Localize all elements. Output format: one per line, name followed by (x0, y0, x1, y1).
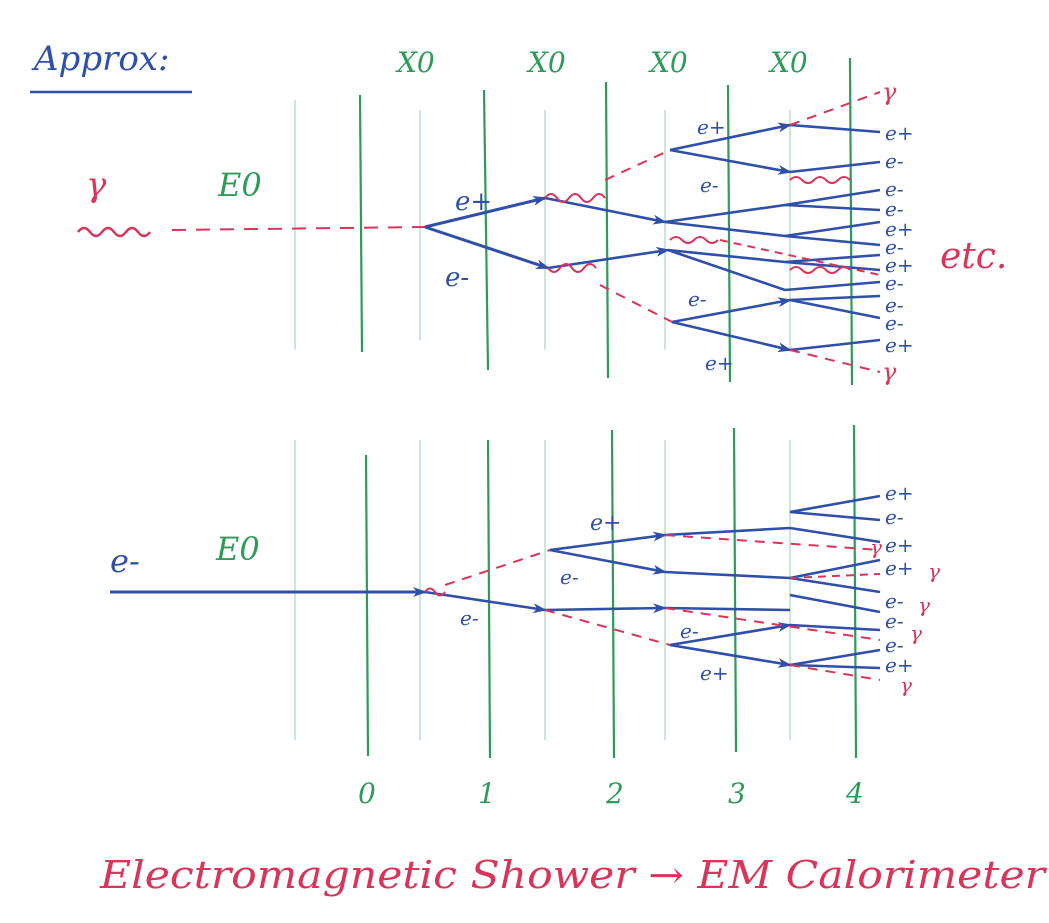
bottom-gamma-labels: γ γ γ γ γ (870, 535, 940, 697)
bottom-energy-label: E0 (215, 530, 260, 568)
bottom-out-label: e- (885, 609, 904, 633)
bottom-gamma-label: γ (918, 593, 930, 617)
top-gen2-electron-label-upper: e- (700, 173, 719, 197)
top-out-label: e- (885, 311, 904, 335)
bottom-photons (424, 534, 881, 681)
top-first-positron-label: e+ (455, 187, 492, 217)
top-out-label: e- (885, 149, 904, 173)
top-incoming-gamma-label: γ (86, 165, 107, 205)
top-out-label: e- (885, 271, 904, 295)
bottom-gen-label: e+ (700, 661, 729, 685)
bottom-out-label: e+ (885, 481, 914, 505)
top-gen2-positron-label-upper: e+ (697, 115, 726, 139)
bottom-gamma-label: γ (928, 559, 940, 583)
bottom-gamma-label: γ (910, 621, 922, 645)
bottom-gamma-label: γ (870, 535, 882, 559)
bottom-gamma-label: γ (900, 673, 912, 697)
top-outgoing-labels: γ e+ e- e- e- e+ e- e+ e- e- e- e+ γ (882, 78, 914, 386)
bottom-tracks (424, 494, 881, 670)
x0-label-2: X0 (526, 46, 566, 79)
bottom-out-label: e+ (885, 533, 914, 557)
x0-label-3: X0 (648, 46, 688, 79)
faint-layer-lines (294, 100, 791, 740)
top-out-label: e- (885, 235, 904, 259)
top-out-label: e+ (885, 217, 914, 241)
bottom-gen-label: e- (680, 619, 699, 643)
bottom-out-label: e- (885, 633, 904, 657)
top-incoming-photon-line (171, 226, 426, 231)
top-out-label: γ (882, 358, 897, 386)
bottom-out-label: e- (885, 589, 904, 613)
top-out-label: e+ (885, 333, 914, 357)
x0-label-1: X0 (395, 46, 435, 79)
bottom-gen-label: e+ (590, 511, 621, 536)
top-out-label: e+ (885, 121, 914, 145)
bottom-out-label: e- (885, 505, 904, 529)
top-incoming-photon-wiggle (77, 226, 151, 238)
bottom-gen-label: e- (460, 606, 479, 630)
bottom-out-label: e+ (885, 556, 914, 580)
top-out-label: e- (885, 177, 904, 201)
layer-number-3: 3 (728, 777, 746, 810)
top-out-label: e- (885, 293, 904, 317)
bottom-layer-lines (364, 424, 858, 759)
top-photons (544, 91, 881, 373)
page-title: Approx: (31, 39, 169, 79)
x0-label-4: X0 (768, 46, 808, 79)
top-out-label: γ (882, 78, 897, 106)
bottom-outgoing-labels: e+ e- e+ e+ e- e- e- e+ (885, 481, 914, 677)
layer-number-4: 4 (845, 777, 864, 810)
top-second-gen-tracks (544, 122, 881, 353)
top-out-label: e- (885, 197, 904, 221)
layer-number-1: 1 (478, 777, 496, 810)
layer-number-2: 2 (605, 777, 624, 810)
bottom-gen-label: e- (560, 565, 579, 589)
etc-label: etc. (940, 236, 1007, 277)
top-gen2-positron-label-lower: e+ (705, 351, 734, 375)
bottom-out-label: e+ (885, 653, 914, 677)
top-first-electron-label: e- (445, 263, 469, 293)
top-gen2-electron-label-lower: e- (688, 287, 707, 311)
top-first-pair (424, 195, 550, 270)
top-out-label: e+ (885, 253, 914, 277)
caption: Electromagnetic Shower → EM Calorimeter (99, 853, 1048, 897)
bottom-incoming-electron-label: e- (110, 542, 140, 580)
top-energy-label: E0 (217, 166, 262, 204)
layer-number-0: 0 (358, 777, 376, 810)
top-layer-lines (358, 57, 854, 386)
